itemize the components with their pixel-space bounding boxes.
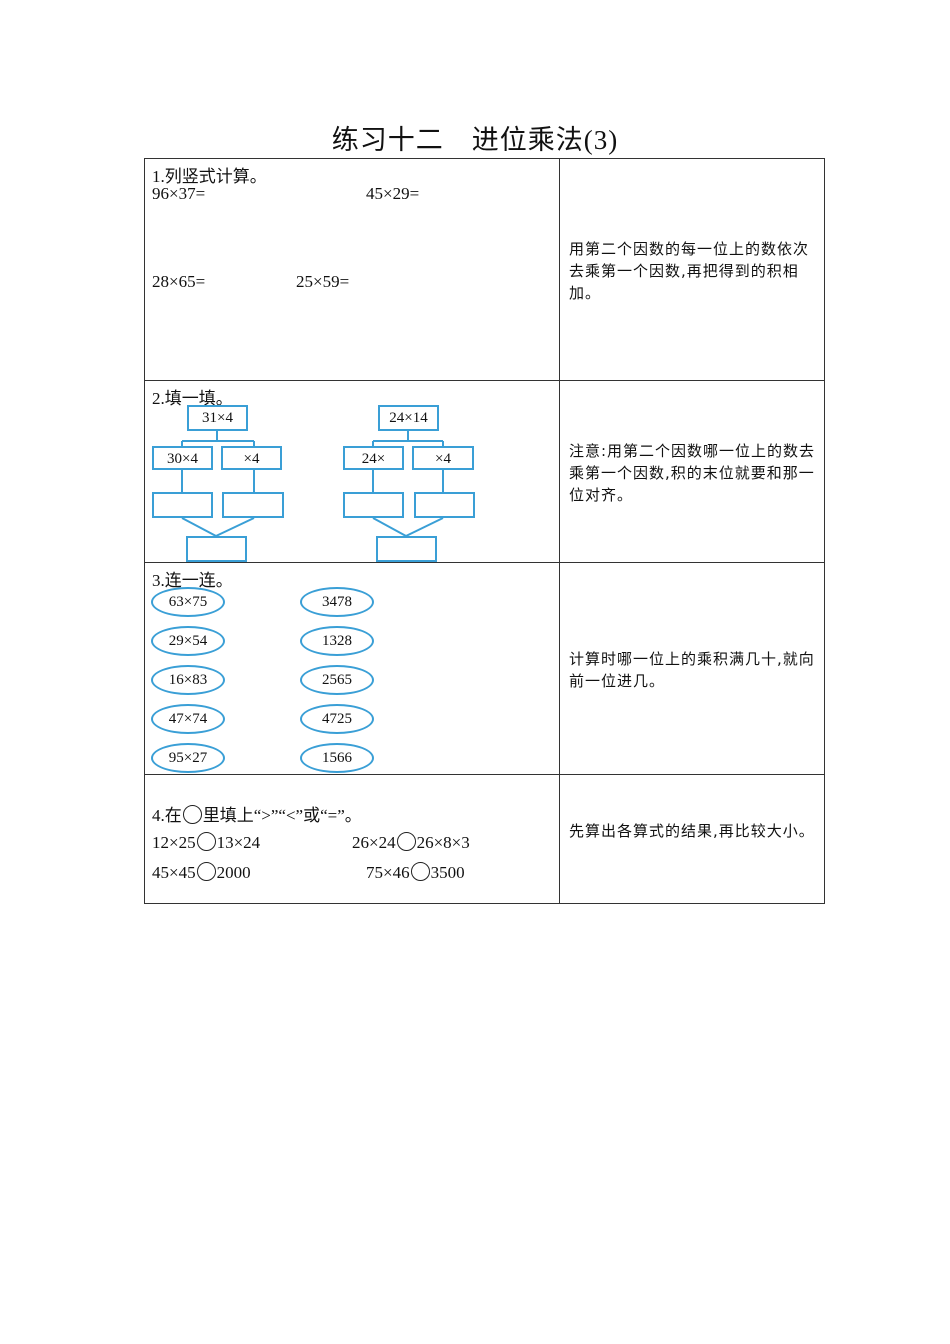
answer-circle[interactable]: [196, 832, 216, 851]
comparison-right: 3500: [430, 863, 465, 882]
section-2-tip: 注意:用第二个因数哪一位上的数去乘第一个因数,积的末位就要和那一位对齐。: [569, 442, 816, 504]
section-3-heading: 3.连一连。: [152, 571, 233, 590]
comparison-left: 75×46: [366, 863, 410, 882]
section-4-tip: 先算出各算式的结果,再比较大小。: [569, 822, 815, 840]
tree-1-left-box: 30×4: [152, 446, 213, 470]
page-title: 练习十二 进位乘法(3): [331, 125, 619, 155]
tree-2-top-box: 24×14: [378, 405, 439, 431]
tree-connectors: [181, 431, 444, 537]
tree-1-answer-box[interactable]: [152, 492, 213, 518]
answer-circle[interactable]: [396, 832, 416, 851]
expression-oval[interactable]: 47×74: [151, 704, 225, 734]
table-border-left: [144, 158, 145, 904]
blank-circle-icon: [182, 805, 202, 824]
expression-oval[interactable]: 95×27: [151, 743, 225, 773]
column-divider: [559, 158, 560, 904]
tree-2-result-box[interactable]: [376, 536, 437, 562]
calc-problem: 25×59=: [296, 272, 350, 291]
heading-text: 4.在: [152, 806, 182, 825]
product-oval[interactable]: 1328: [300, 626, 374, 656]
row-divider: [144, 774, 825, 775]
product-oval[interactable]: 3478: [300, 587, 374, 617]
table-border-bottom: [144, 903, 825, 904]
section-3-tip: 计算时哪一位上的乘积满几十,就向前一位进几。: [569, 650, 815, 690]
product-oval[interactable]: 2565: [300, 665, 374, 695]
section-1-heading: 1.列竖式计算。: [152, 167, 267, 186]
heading-text: 里填上“>”“<”或“=”。: [202, 806, 362, 825]
comparison: 26×24 26×8×3: [352, 832, 470, 853]
expression-oval[interactable]: 16×83: [151, 665, 225, 695]
row-divider: [144, 562, 825, 563]
comparison-left: 45×45: [152, 863, 196, 882]
comparison-left: 12×25: [152, 833, 196, 852]
tree-1-right-box: ×4: [221, 446, 282, 470]
tree-2-right-box: ×4: [412, 446, 474, 470]
calc-problem: 28×65=: [152, 272, 206, 291]
tree-1-answer-box[interactable]: [222, 492, 284, 518]
expression-oval[interactable]: 29×54: [151, 626, 225, 656]
comparison: 75×46 3500: [366, 862, 465, 883]
section-4-heading: 4.在 里填上“>”“<”或“=”。: [152, 801, 362, 826]
table-border-top: [144, 158, 825, 159]
row-divider: [144, 380, 825, 381]
comparison-left: 26×24: [352, 833, 396, 852]
product-oval[interactable]: 1566: [300, 743, 374, 773]
calc-problem: 96×37=: [152, 184, 206, 203]
tree-1-result-box[interactable]: [186, 536, 247, 562]
comparison-right: 26×8×3: [416, 833, 470, 852]
answer-circle[interactable]: [196, 862, 216, 881]
comparison-right: 13×24: [216, 833, 261, 852]
calc-problem: 45×29=: [366, 184, 420, 203]
tree-2-answer-box[interactable]: [414, 492, 475, 518]
answer-circle[interactable]: [410, 862, 430, 881]
comparison: 12×25 13×24: [152, 832, 260, 853]
section-2-heading: 2.填一填。: [152, 389, 233, 408]
comparison: 45×45 2000: [152, 862, 251, 883]
table-border-right: [824, 158, 825, 904]
product-oval[interactable]: 4725: [300, 704, 374, 734]
comparison-right: 2000: [216, 863, 251, 882]
tree-2-left-box: 24×: [343, 446, 404, 470]
tree-2-answer-box[interactable]: [343, 492, 404, 518]
section-1-tip: 用第二个因数的每一位上的数依次去乘第一个因数,再把得到的积相加。: [569, 240, 810, 302]
tree-1-top-box: 31×4: [187, 405, 248, 431]
expression-oval[interactable]: 63×75: [151, 587, 225, 617]
exercise-table: 1.列竖式计算。 96×37= 45×29= 28×65= 25×59= 用第二…: [144, 158, 825, 904]
